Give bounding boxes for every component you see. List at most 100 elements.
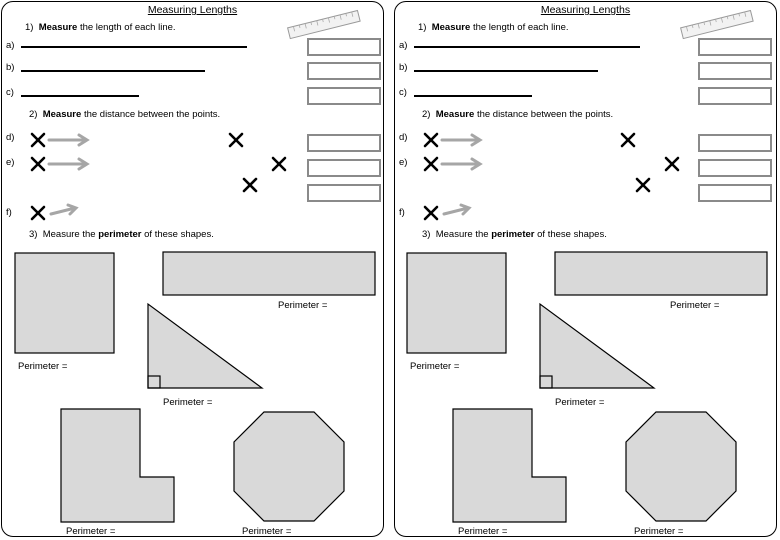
question-verb: Measure [431, 22, 471, 33]
arrow-icon [47, 157, 90, 171]
perimeter-square: Perimeter = [410, 361, 460, 372]
worksheet-left: Measuring Lengths 1) Measure the length … [1, 1, 384, 537]
label-e: e) [399, 157, 408, 168]
question-verb: Measure [38, 22, 78, 33]
line-a [414, 46, 640, 48]
cross-icon [228, 132, 244, 148]
cross-icon [30, 205, 46, 221]
right-triangle-shape [539, 302, 656, 389]
cross-icon [423, 205, 439, 221]
question-2: 2) Measure the distance between the poin… [29, 109, 220, 120]
question-number: 3) [422, 229, 431, 240]
perimeter-octagon: Perimeter = [634, 526, 684, 537]
worksheet-right: Measuring Lengths 1) Measure the length … [394, 1, 777, 537]
ruler-icon [287, 9, 361, 40]
question-verb: Measure [42, 109, 82, 120]
answer-box-a[interactable] [307, 38, 381, 56]
question-keyword: perimeter [98, 229, 142, 240]
answer-box-c[interactable] [698, 87, 772, 105]
rectangle-shape [162, 251, 376, 296]
cross-icon [30, 132, 46, 148]
question-3: 3) Measure the perimeter of these shapes… [422, 229, 607, 240]
question-text: the distance between the points. [476, 109, 614, 120]
arrow-icon [442, 203, 472, 216]
perimeter-square: Perimeter = [18, 361, 68, 372]
octagon-shape [233, 411, 345, 522]
label-a: a) [399, 40, 408, 51]
arrow-icon [440, 133, 483, 147]
perimeter-l-shape: Perimeter = [66, 526, 116, 537]
arrow-icon [47, 133, 90, 147]
question-number: 2) [29, 109, 38, 120]
question-number: 1) [25, 22, 34, 33]
answer-box-d[interactable] [698, 134, 772, 152]
worksheet-title: Measuring Lengths [147, 4, 238, 16]
l-shape [60, 408, 175, 523]
worksheet-title: Measuring Lengths [540, 4, 631, 16]
question-text: of these shapes. [144, 229, 214, 240]
ruler-icon [680, 9, 754, 40]
right-angle-marker [539, 375, 553, 389]
label-c: c) [6, 87, 14, 98]
right-angle-marker [147, 375, 161, 389]
answer-box-f[interactable] [698, 184, 772, 202]
square-shape [14, 252, 115, 354]
cross-icon [423, 156, 439, 172]
question-2: 2) Measure the distance between the poin… [422, 109, 613, 120]
answer-box-b[interactable] [698, 62, 772, 80]
label-e: e) [6, 157, 15, 168]
cross-icon [620, 132, 636, 148]
perimeter-octagon: Perimeter = [242, 526, 292, 537]
question-3: 3) Measure the perimeter of these shapes… [29, 229, 214, 240]
perimeter-l-shape: Perimeter = [458, 526, 508, 537]
answer-box-b[interactable] [307, 62, 381, 80]
question-text: of these shapes. [537, 229, 607, 240]
answer-box-a[interactable] [698, 38, 772, 56]
line-b [414, 70, 598, 72]
question-number: 1) [418, 22, 427, 33]
answer-box-e[interactable] [698, 159, 772, 177]
label-b: b) [6, 62, 15, 73]
arrow-icon [440, 157, 483, 171]
perimeter-triangle: Perimeter = [163, 397, 213, 408]
label-a: a) [6, 40, 15, 51]
question-keyword: perimeter [491, 229, 535, 240]
perimeter-rectangle: Perimeter = [278, 300, 328, 311]
l-shape [452, 408, 567, 523]
question-text-pre: Measure the [42, 229, 96, 240]
cross-icon [635, 177, 651, 193]
drawing-layer [406, 132, 768, 523]
question-text: the distance between the points. [83, 109, 221, 120]
drawing-layer [14, 132, 376, 523]
square-shape [406, 252, 507, 354]
label-d: d) [6, 132, 15, 143]
octagon-shape [625, 411, 737, 522]
label-d: d) [399, 132, 408, 143]
cross-icon [242, 177, 258, 193]
answer-box-e[interactable] [307, 159, 381, 177]
question-1: 1) Measure the length of each line. [25, 22, 176, 33]
question-text-pre: Measure the [435, 229, 489, 240]
right-triangle-shape [147, 302, 264, 389]
question-number: 2) [422, 109, 431, 120]
answer-box-c[interactable] [307, 87, 381, 105]
cross-icon [664, 156, 680, 172]
cross-icon [30, 156, 46, 172]
line-c [21, 95, 139, 97]
cross-icon [271, 156, 287, 172]
line-b [21, 70, 205, 72]
answer-box-d[interactable] [307, 134, 381, 152]
perimeter-triangle: Perimeter = [555, 397, 605, 408]
perimeter-rectangle: Perimeter = [670, 300, 720, 311]
question-text: the length of each line. [472, 22, 569, 33]
question-text: the length of each line. [79, 22, 176, 33]
question-number: 3) [29, 229, 38, 240]
label-c: c) [399, 87, 407, 98]
label-b: b) [399, 62, 408, 73]
answer-box-f[interactable] [307, 184, 381, 202]
cross-icon [423, 132, 439, 148]
question-1: 1) Measure the length of each line. [418, 22, 569, 33]
question-verb: Measure [435, 109, 475, 120]
line-c [414, 95, 532, 97]
arrow-icon [49, 203, 79, 216]
